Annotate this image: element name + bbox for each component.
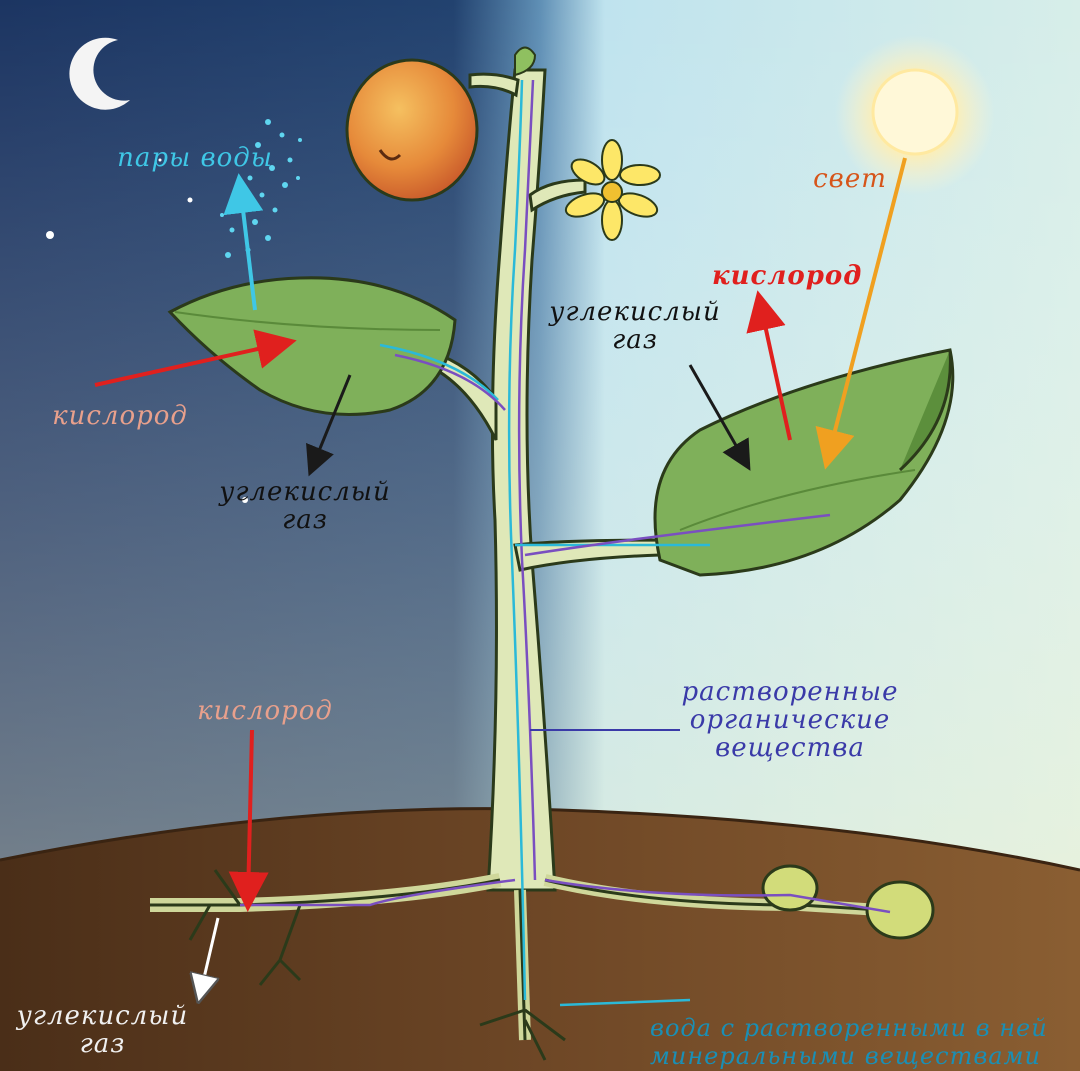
transport-flow — [240, 79, 891, 1007]
label-oxygen-night-leaf: кислород — [52, 401, 188, 431]
label-co2-night-leaf: углекислый газ — [219, 477, 391, 535]
label-water-vapor: пары воды — [117, 143, 273, 173]
label-water-minerals: вода с растворенными в ней минеральными … — [650, 1014, 1048, 1070]
label-oxygen-day-leaf: кислород — [712, 261, 863, 291]
fruit-icon — [345, 46, 537, 202]
label-oxygen-root: кислород — [197, 696, 333, 726]
leaf-left — [167, 276, 457, 416]
label-co2-root: углекислый газ — [16, 1001, 189, 1059]
label-organic-substances: растворенные органические вещества — [681, 677, 899, 763]
tuber — [761, 864, 935, 940]
label-co2-day-leaf: углекислый газ — [549, 297, 721, 355]
label-light: свет — [813, 164, 887, 194]
arrows — [94, 157, 907, 995]
sun-icon — [835, 35, 995, 195]
water-vapor-dots — [220, 119, 302, 258]
moon-icon — [69, 37, 130, 110]
flower-icon — [564, 139, 661, 241]
star-icon — [46, 158, 248, 503]
leaf-right — [653, 348, 955, 577]
